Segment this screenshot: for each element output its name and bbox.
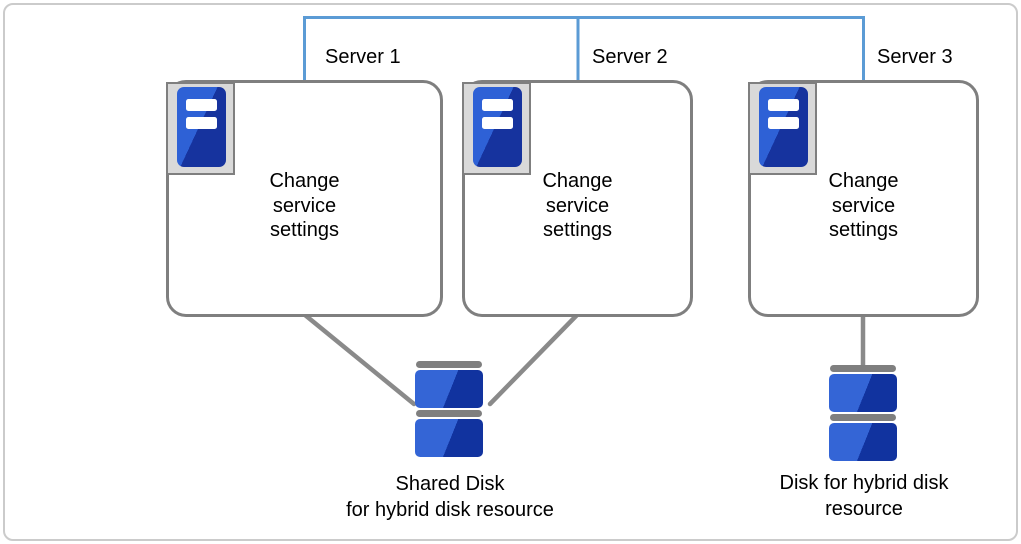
body-line: service	[831, 194, 896, 217]
server-tower-icon	[748, 82, 817, 175]
body-line: service	[545, 194, 610, 217]
hybrid-disk-caption: Disk for hybrid disk resource	[734, 470, 994, 522]
caption-line: Disk for hybrid disk	[779, 472, 949, 494]
server-tower-icon	[462, 82, 531, 175]
network-bus-line	[303, 16, 865, 80]
server-tower-body	[177, 87, 226, 167]
drive-bay	[186, 117, 217, 129]
caption-line: for hybrid disk resource	[346, 499, 554, 521]
drive-bay	[768, 99, 799, 111]
disk-cap	[830, 414, 896, 421]
disk-cap	[416, 361, 482, 368]
disk-platter	[415, 370, 483, 408]
body-line: settings	[829, 219, 898, 241]
body-line: settings	[270, 219, 339, 241]
disk-platter	[415, 419, 483, 457]
disk-platter	[829, 423, 897, 461]
drive-bay	[186, 99, 217, 111]
shared-disk-caption: Shared Disk for hybrid disk resource	[300, 471, 600, 523]
body-line: Change	[542, 170, 613, 192]
server2-body-text: Change service settings	[465, 169, 690, 243]
server3-box: Change service settings	[748, 80, 979, 317]
server2-label: Server 2	[592, 46, 668, 68]
body-line: Change	[828, 170, 899, 192]
server-tower-icon	[166, 82, 235, 175]
body-line: service	[272, 194, 337, 217]
server3-label: Server 3	[877, 46, 953, 68]
disk-cap	[416, 410, 482, 417]
disk-cap	[830, 365, 896, 372]
shared-disk-icon	[415, 361, 483, 459]
body-line: settings	[543, 219, 612, 241]
caption-line: Shared Disk	[395, 473, 505, 495]
drive-bay	[482, 117, 513, 129]
server-tower-body	[473, 87, 522, 167]
server-tower-body	[759, 87, 808, 167]
server1-to-shared-disk-line	[302, 312, 417, 407]
drive-bay	[768, 117, 799, 129]
hybrid-disk-icon	[829, 365, 897, 463]
server2-box: Change service settings	[462, 80, 693, 317]
body-line: Change	[269, 170, 340, 192]
server2-to-shared-disk-line	[487, 312, 580, 407]
server3-body-text: Change service settings	[751, 169, 976, 243]
server1-label: Server 1	[325, 46, 401, 68]
server1-box: Change service settings	[166, 80, 443, 317]
server1-body-text: Change service settings	[169, 169, 440, 243]
disk-platter	[829, 374, 897, 412]
caption-line: resource	[825, 498, 903, 520]
drive-bay	[482, 99, 513, 111]
